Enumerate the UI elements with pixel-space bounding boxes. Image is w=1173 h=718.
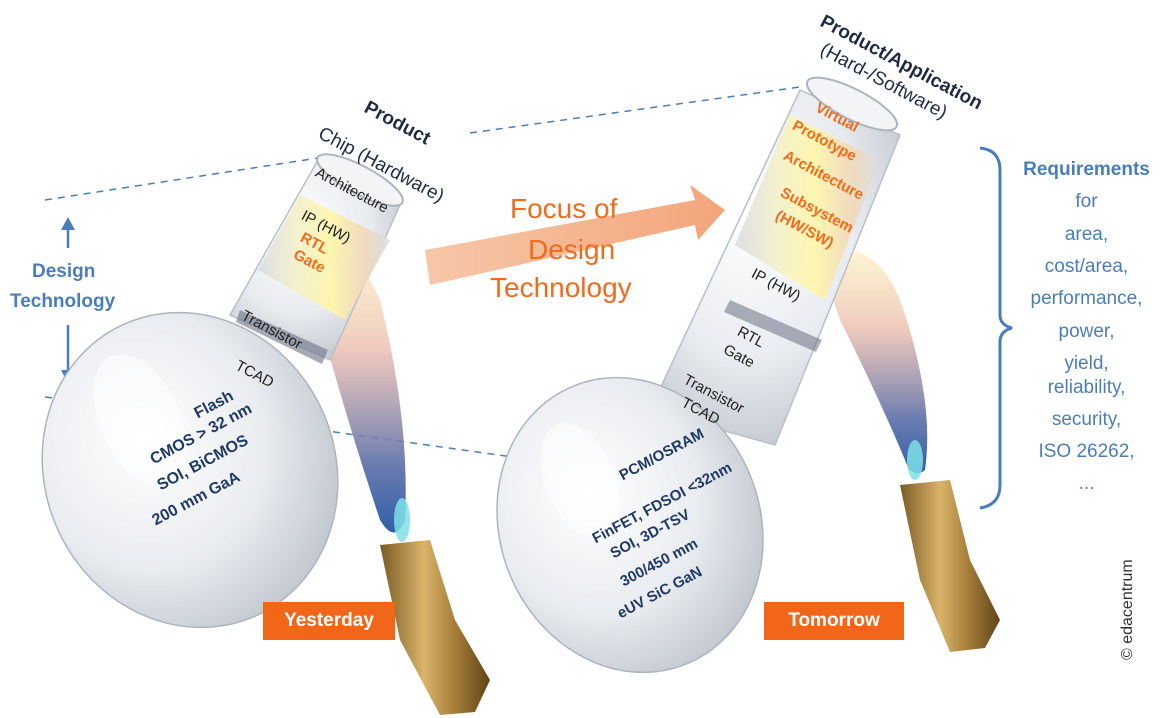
focus-label-1: Focus of (510, 193, 618, 224)
requirement-item: yield, (1064, 353, 1109, 374)
yesterday-flask (41, 153, 404, 629)
requirement-item: reliability, (1047, 377, 1126, 398)
yesterday-badge: Yesterday (263, 602, 395, 640)
design-technology-label-1: Design (32, 261, 96, 282)
copyright-notice: © edacentrum (1119, 559, 1136, 660)
dashed-guide-lines (44, 86, 801, 459)
requirement-item: ... (1078, 473, 1095, 494)
tomorrow-burner (820, 251, 1000, 652)
tomorrow-badge: Tomorrow (764, 602, 904, 640)
requirement-item: performance, (1030, 288, 1143, 309)
focus-label-2: Design (528, 234, 616, 265)
requirement-item: area, (1064, 224, 1109, 245)
requirement-item: for (1075, 191, 1098, 212)
design-technology-label-2: Technology (10, 291, 116, 312)
requirement-item: cost/area, (1044, 256, 1129, 277)
focus-label-3: Technology (490, 272, 632, 303)
tomorrow-flask (496, 76, 901, 674)
requirement-item: security, (1051, 409, 1122, 430)
focus-arrow (425, 185, 725, 285)
requirement-item: ISO 26262, (1038, 441, 1135, 462)
requirements-title: Requirements (1023, 159, 1150, 180)
requirements-bracket (979, 146, 1013, 510)
requirement-item: power, (1058, 321, 1115, 342)
